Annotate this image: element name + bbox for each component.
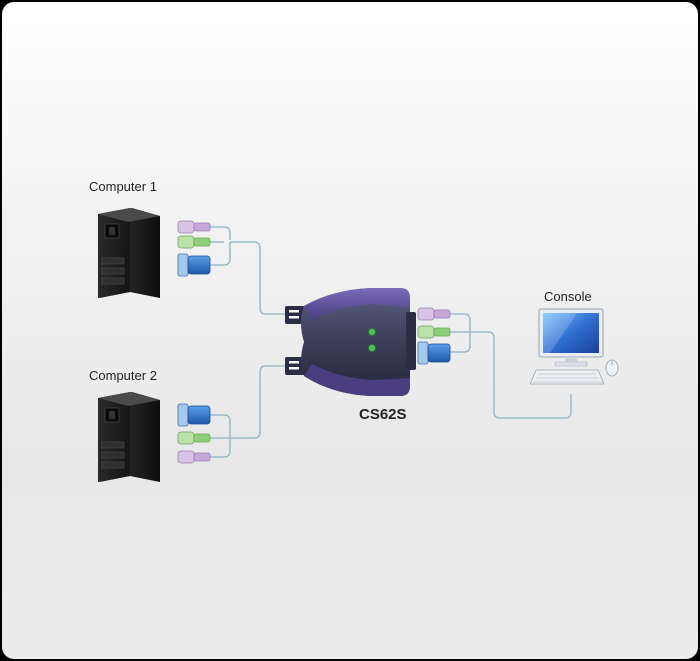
ps2-connector-icon bbox=[417, 307, 451, 321]
switch-model-label: CS62S bbox=[359, 406, 407, 423]
ps2-connector-icon bbox=[177, 431, 211, 445]
cables bbox=[210, 226, 572, 458]
mouse-icon bbox=[605, 359, 619, 377]
keyboard-icon bbox=[529, 369, 605, 385]
computer2-label: Computer 2 bbox=[89, 368, 157, 383]
kvm-switch-icon bbox=[285, 288, 416, 396]
vga-connector-icon bbox=[177, 253, 211, 277]
pc-tower-icon bbox=[98, 208, 160, 298]
console-label: Console bbox=[544, 289, 592, 304]
ps2-connector-icon bbox=[417, 325, 451, 339]
computer1-label: Computer 1 bbox=[89, 179, 157, 194]
ps2-connector-icon bbox=[177, 450, 211, 464]
ps2-connector-icon bbox=[177, 220, 211, 234]
vga-connector-icon bbox=[177, 403, 211, 427]
ps2-connector-icon bbox=[177, 235, 211, 249]
monitor-icon bbox=[538, 308, 604, 367]
vga-connector-icon bbox=[417, 341, 451, 365]
pc-tower-icon bbox=[98, 392, 160, 482]
